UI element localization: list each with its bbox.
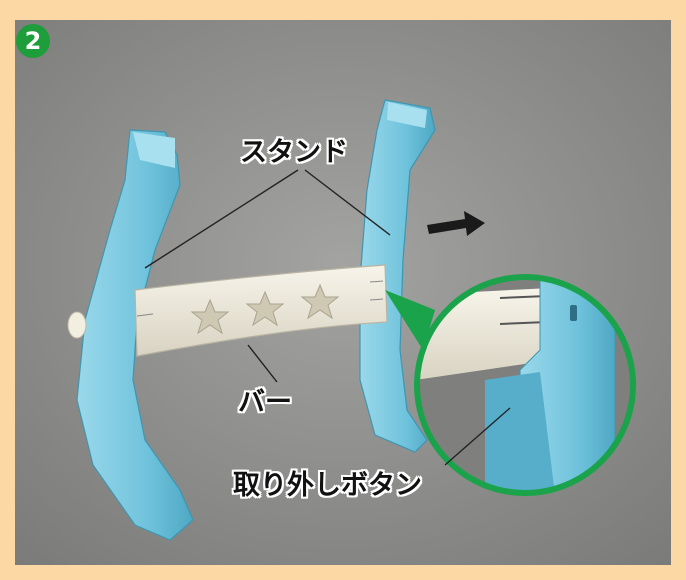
leader-lines [144, 169, 511, 466]
bar-label: バー [238, 387, 292, 418]
product-photo [15, 20, 671, 565]
bar [134, 264, 388, 357]
star-cutout-icon [190, 283, 340, 335]
step-badge: 2 [16, 24, 50, 58]
right-stand [359, 99, 436, 453]
zoom-callout [385, 274, 636, 496]
stand-label: スタンド [240, 137, 348, 168]
right-arrow-icon [427, 211, 485, 236]
release-button-label: 取り外しボタン [233, 470, 422, 501]
left-stand [67, 129, 194, 541]
